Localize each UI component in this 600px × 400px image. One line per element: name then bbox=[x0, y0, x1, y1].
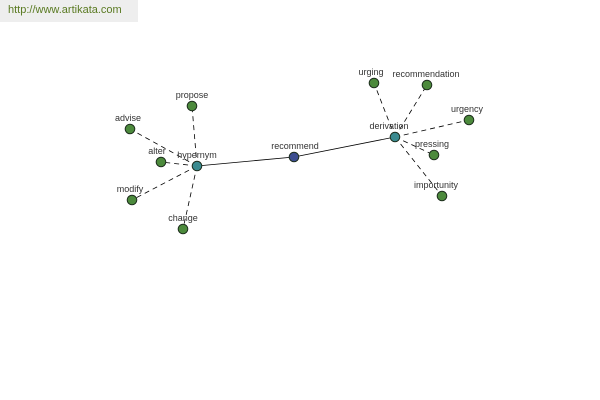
edge-derivation-recommendation bbox=[394, 84, 428, 138]
label-recommendation: recommendation bbox=[392, 69, 459, 79]
node-recommend[interactable] bbox=[288, 151, 300, 163]
label-derivation: derivation bbox=[369, 121, 408, 131]
label-recommend: recommend bbox=[271, 141, 319, 151]
label-hypernym: hypernym bbox=[177, 150, 217, 160]
edge-derivation-pressing bbox=[394, 136, 435, 156]
site-link[interactable]: http://www.artikata.com bbox=[8, 4, 122, 16]
label-importunity: importunity bbox=[414, 180, 459, 190]
edge-derivation-urging bbox=[373, 82, 396, 138]
url-bar: http://www.artikata.com bbox=[0, 0, 138, 22]
edge-hypernym-alter bbox=[160, 161, 198, 167]
node-recommendation[interactable] bbox=[421, 79, 433, 91]
graph-nodes bbox=[124, 77, 475, 235]
node-urging[interactable] bbox=[368, 77, 380, 89]
label-advise: advise bbox=[115, 113, 141, 123]
node-derivation[interactable] bbox=[389, 131, 401, 143]
edge-derivation-importunity bbox=[394, 136, 443, 197]
edge-recommend-derivation bbox=[293, 136, 396, 158]
edge-hypernym-change bbox=[182, 165, 198, 230]
label-modify: modify bbox=[117, 184, 144, 194]
label-urgency: urgency bbox=[451, 104, 484, 114]
node-change[interactable] bbox=[177, 223, 189, 235]
label-alter: alter bbox=[148, 146, 166, 156]
edge-recommend-hypernym bbox=[196, 156, 295, 167]
node-modify[interactable] bbox=[126, 194, 138, 206]
graph-labels: recommend hypernym propose advise alter modif… bbox=[115, 67, 484, 223]
edge-derivation-urgency bbox=[394, 119, 470, 138]
node-alter[interactable] bbox=[155, 156, 167, 168]
node-advise[interactable] bbox=[124, 123, 136, 135]
label-change: change bbox=[168, 213, 198, 223]
edge-hypernym-advise bbox=[129, 128, 198, 167]
node-propose[interactable] bbox=[186, 100, 198, 112]
graph-edges bbox=[129, 82, 470, 230]
label-pressing: pressing bbox=[415, 139, 449, 149]
node-pressing[interactable] bbox=[428, 149, 440, 161]
node-hypernym[interactable] bbox=[191, 160, 203, 172]
label-propose: propose bbox=[176, 90, 209, 100]
edge-hypernym-propose bbox=[191, 105, 198, 167]
edge-hypernym-modify bbox=[131, 165, 198, 201]
node-importunity[interactable] bbox=[436, 190, 448, 202]
label-urging: urging bbox=[358, 67, 383, 77]
node-urgency[interactable] bbox=[463, 114, 475, 126]
